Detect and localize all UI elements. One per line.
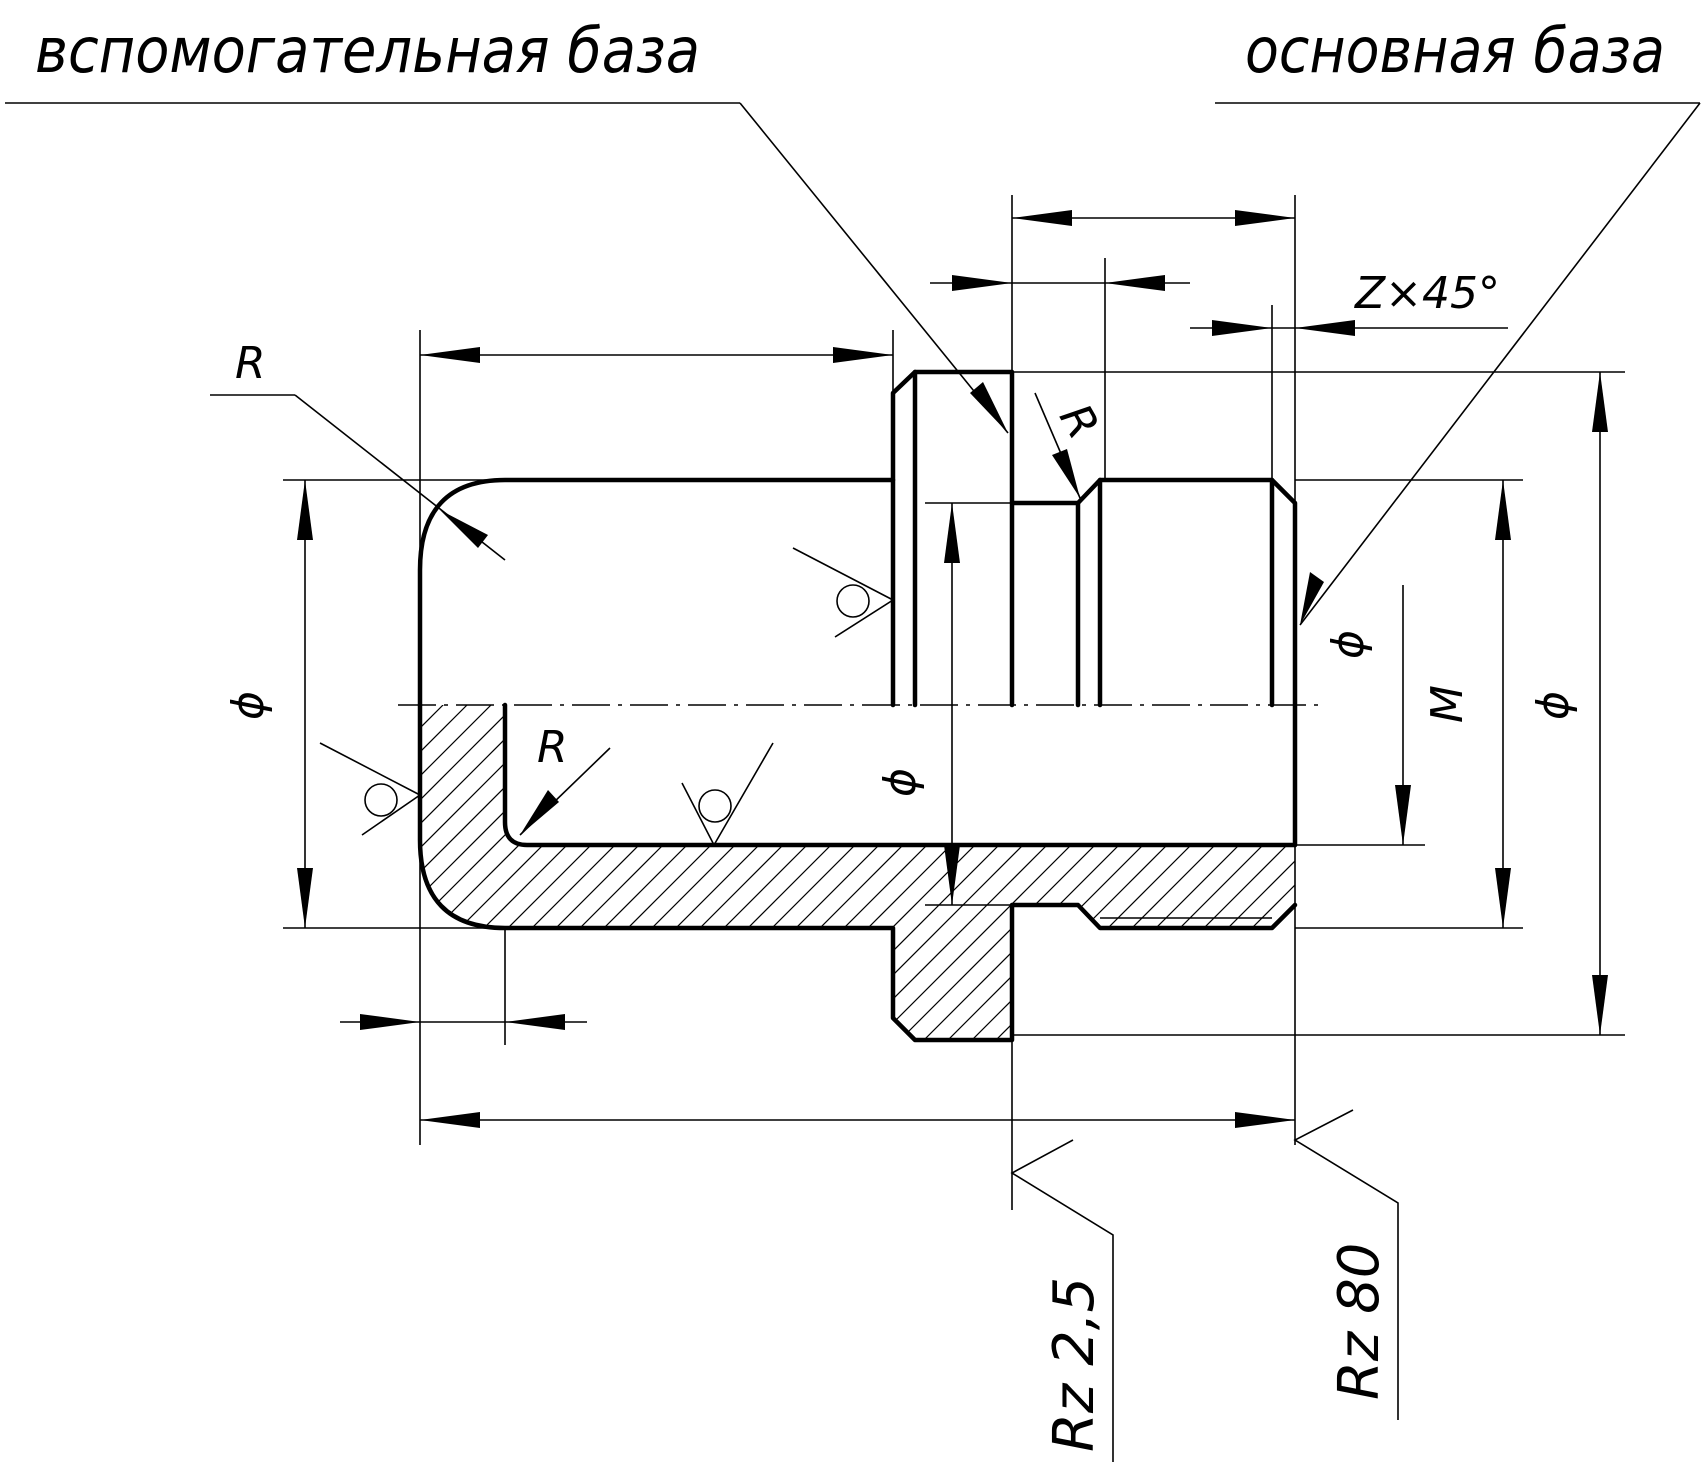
hatch-line: [447, 705, 809, 1040]
roughness-circles: [364, 584, 870, 823]
labels: вспомогательная база основная база Z×45°…: [35, 14, 1665, 1452]
hatch-line: [1312, 700, 1672, 1060]
hatch-line: [1143, 705, 1295, 1040]
radius-label-inner: R: [537, 722, 568, 773]
hatch-line: [807, 705, 1169, 1040]
thread-label: M: [1422, 685, 1473, 723]
hatch-line: [420, 705, 425, 1040]
hatch-line: [615, 705, 977, 1040]
aux-base-label: вспомогательная база: [35, 14, 700, 87]
hatch-line: [927, 705, 1289, 1040]
hatch-line: [40, 700, 400, 1060]
hatch-line: [420, 705, 689, 1040]
hatch-line: [1215, 705, 1295, 1040]
main-base-label: основная база: [1245, 14, 1665, 87]
hatch-line: [420, 705, 569, 1040]
hatch-line: [420, 705, 521, 1040]
diameter-label-end: ϕ: [1323, 630, 1374, 659]
hatch-line: [420, 705, 497, 1040]
hatch-line: [999, 705, 1295, 1040]
hatch-line: [735, 705, 1097, 1040]
hatch-line: [420, 705, 449, 1040]
hatch-line: [420, 705, 545, 1040]
hatch-line: [1071, 705, 1295, 1040]
hatch-line: [1336, 700, 1696, 1060]
hatch-line: [1095, 705, 1295, 1040]
radius-label-groove: R: [1049, 396, 1108, 448]
hatch-line: [855, 705, 1217, 1040]
hatch-line: [687, 705, 1049, 1040]
hatch-line: [471, 705, 833, 1040]
diameter-label-bore: ϕ: [875, 768, 926, 797]
radius-label-outer: R: [235, 338, 266, 389]
hatch-line: [1119, 705, 1295, 1040]
chamfer-label: Z×45°: [1354, 268, 1500, 319]
hatch-line: [951, 705, 1295, 1040]
hatch-line: [1047, 705, 1295, 1040]
arrowheads: [297, 210, 1608, 1128]
hatch-line: [759, 705, 1121, 1040]
hatch-line: [420, 705, 641, 1040]
hatch-line: [1023, 705, 1295, 1040]
hatch-line: [663, 705, 1025, 1040]
hatch-line: [879, 705, 1241, 1040]
roughness-label-shoulder: Rz 2,5: [1042, 1277, 1107, 1452]
hatch-line: [519, 705, 881, 1040]
section-hatching: [40, 700, 1696, 1060]
diameter-label-left: ϕ: [223, 691, 274, 720]
hatch-line: [591, 705, 953, 1040]
roughness-label-end: Rz 80: [1327, 1243, 1392, 1400]
diameter-label-flange: ϕ: [1528, 691, 1579, 720]
dimension-lines: [5, 102, 1701, 1462]
hatch-line: [420, 705, 713, 1040]
hatch-line: [420, 705, 665, 1040]
hatch-line: [783, 705, 1145, 1040]
hatch-line: [567, 705, 929, 1040]
hatch-line: [1263, 705, 1295, 1040]
hatch-line: [420, 705, 761, 1040]
hatch-line: [903, 705, 1265, 1040]
hatch-line: [1167, 705, 1295, 1040]
part-outline: [417, 369, 1298, 1043]
hatch-line: [543, 705, 905, 1040]
hatch-line: [639, 705, 1001, 1040]
hatch-line: [1287, 705, 1295, 1040]
hatch-line: [975, 705, 1295, 1040]
